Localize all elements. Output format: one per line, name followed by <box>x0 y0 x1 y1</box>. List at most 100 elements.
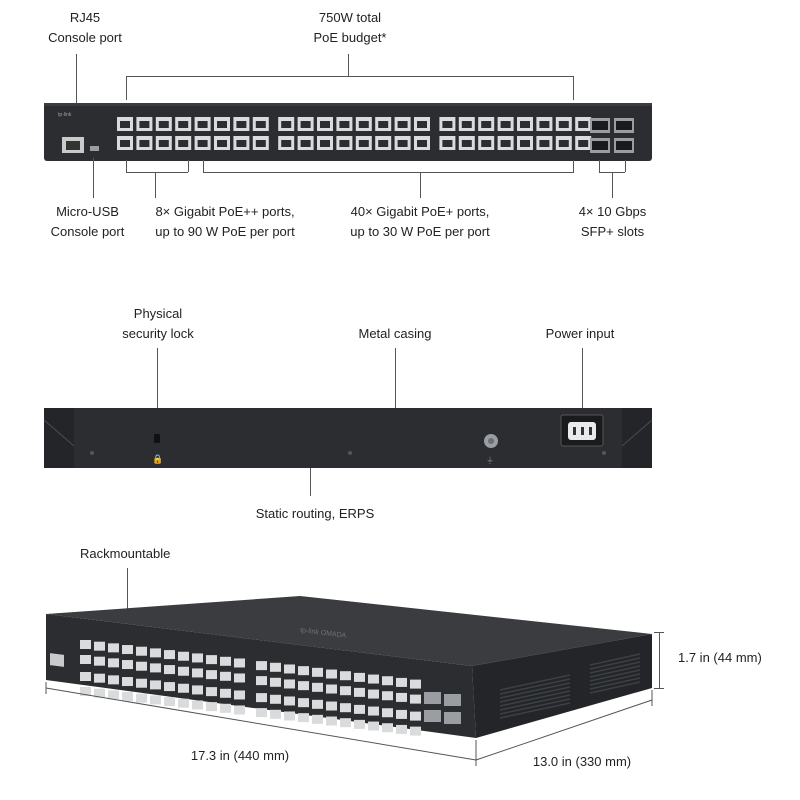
iso-rj45-port <box>340 703 351 713</box>
iso-rj45-port <box>354 719 365 729</box>
iso-rj45-port <box>298 713 309 723</box>
iso-rj45-port <box>80 672 91 681</box>
vent-slot <box>499 698 571 715</box>
iso-rj45-port <box>108 643 119 653</box>
vent-slot <box>499 702 571 719</box>
vent-slot <box>499 682 571 699</box>
iso-rj45-port <box>396 692 407 702</box>
iso-rj45-port <box>178 683 189 693</box>
iso-rj45-port <box>220 656 231 666</box>
iso-rj45-port <box>340 718 351 728</box>
iso-rj45-port <box>122 645 133 655</box>
iso-rj45-port <box>382 676 393 686</box>
iso-rj45-port <box>312 667 323 677</box>
iso-rj45-port <box>178 698 189 708</box>
iso-rj45-port <box>122 660 133 670</box>
iso-rj45-port <box>94 673 105 683</box>
iso-rj45-port <box>326 684 337 694</box>
poe-plus-ports-label: 40× Gigabit PoE+ ports, up to 30 W PoE p… <box>350 204 490 239</box>
iso-rj45-port <box>164 697 175 707</box>
iso-rj45-port <box>234 673 245 683</box>
height-dimension-label: 1.7 in (44 mm) <box>678 650 762 665</box>
iso-rj45-port <box>368 689 379 699</box>
iso-rj45-port <box>270 677 281 687</box>
vent-slot <box>499 690 571 707</box>
iso-rj45-port <box>368 706 379 716</box>
metal-casing-label: Metal casing <box>358 326 432 341</box>
power-input-label: Power input <box>545 326 615 341</box>
iso-sfp-slot <box>424 692 441 704</box>
iso-rj45-port <box>192 700 203 710</box>
poe-plus-plus-ports-label: 8× Gigabit PoE++ ports, up to 90 W PoE p… <box>155 204 295 239</box>
iso-rj45-port <box>94 656 105 666</box>
iso-rj45-port <box>298 666 309 676</box>
iso-rj45-port <box>206 670 217 680</box>
iso-rj45-port <box>234 658 245 668</box>
iso-rj45-port <box>206 702 217 712</box>
iso-rj45-port <box>220 703 231 713</box>
iso-rj45-port <box>312 682 323 692</box>
iso-rj45-port <box>284 696 295 706</box>
front-micro-usb-port <box>90 146 99 151</box>
iso-rj45-port <box>298 681 309 691</box>
iso-rj45-port <box>122 692 133 702</box>
iso-rj45-port <box>108 675 119 685</box>
vent-slot <box>589 673 641 686</box>
iso-rj45-port <box>284 679 295 689</box>
vent-slot <box>499 694 571 711</box>
iso-rj45-port <box>94 688 105 698</box>
iso-rj45-port <box>270 662 281 672</box>
vent-slot <box>589 661 641 674</box>
vent-slot <box>589 665 641 678</box>
iso-rj45-port <box>108 690 119 700</box>
iso-rj45-port <box>80 640 91 649</box>
iso-rj45-port <box>340 671 351 681</box>
iso-rj45-port <box>136 646 147 656</box>
iso-rj45-port <box>298 698 309 708</box>
iso-rj45-port <box>396 709 407 719</box>
iso-rj45-port <box>220 688 231 698</box>
vent-slot <box>589 681 641 694</box>
vent-slot <box>589 653 641 666</box>
iso-rj45-port <box>206 655 217 665</box>
lock-icon: 🔒 <box>152 454 163 464</box>
iso-rj45-port <box>312 714 323 724</box>
sfp-slots-label: 4× 10 Gbps SFP+ slots <box>578 204 647 239</box>
vent-slot <box>589 677 641 690</box>
iso-rj45-port <box>410 711 421 721</box>
iso-rj45-port <box>410 694 421 704</box>
iso-rj45-port <box>164 650 175 660</box>
iso-rj45-port <box>136 693 147 703</box>
iso-top <box>46 596 652 666</box>
iso-rj45-port <box>368 721 379 731</box>
iso-rj45-port <box>270 709 281 719</box>
iso-rj45-port <box>270 694 281 704</box>
security-lock-label: Physical security lock <box>122 306 194 341</box>
vent-slot <box>589 657 641 670</box>
iso-rj45-port <box>136 661 147 671</box>
micro-usb-console-label: Micro-USB Console port <box>50 204 125 239</box>
iso-rj45-port <box>354 672 365 682</box>
iso-rj45-port <box>192 685 203 695</box>
iso-rj45-port <box>178 651 189 661</box>
vent-slot <box>589 669 641 682</box>
iso-side <box>472 634 652 738</box>
iso-sfp-slot <box>444 694 461 706</box>
vent-slot <box>499 674 571 691</box>
iso-rj45-port <box>150 663 161 673</box>
iso-rj45-port <box>256 661 267 671</box>
iso-sfp-slot <box>424 710 441 722</box>
iso-rj45-port <box>80 687 91 696</box>
iso-rj45-port <box>410 679 421 689</box>
rackmountable-label: Rackmountable <box>80 546 171 561</box>
iso-rj45-port <box>150 680 161 690</box>
front-logo: tp-link <box>58 112 72 118</box>
iso-rj45-port <box>256 708 267 718</box>
static-routing-label: Static routing, ERPS <box>255 506 375 521</box>
iso-rj45-port <box>410 726 421 736</box>
iso-rj45-port <box>396 677 407 687</box>
iso-rj45-port <box>354 704 365 714</box>
iso-rj45-port <box>326 701 337 711</box>
